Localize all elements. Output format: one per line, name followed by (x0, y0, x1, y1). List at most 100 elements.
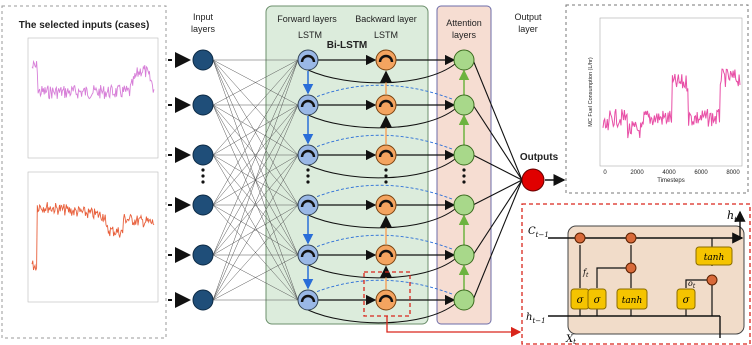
input-gate-line (596, 267, 631, 288)
forward-attention-curve (307, 258, 456, 279)
ellipsis-dot (462, 180, 466, 184)
outputs-label: Outputs (520, 152, 559, 163)
attention-node (453, 144, 475, 166)
input-forward-edge (212, 104, 299, 156)
panel-to-input-arrows (168, 52, 191, 308)
attention-feedback-arc (315, 184, 453, 200)
tanh-output-box: tanh (695, 246, 733, 266)
attention-output-edge (472, 179, 523, 256)
input-forward-edge (212, 104, 299, 206)
forward-lstm-node (297, 49, 319, 71)
output-xtick-2: 4000 (662, 170, 676, 176)
attention-feedback-arc (315, 84, 453, 100)
input-forward-edge (212, 59, 299, 301)
h-out-label: ht (727, 209, 737, 224)
add-op (625, 232, 637, 244)
lstm-arc-icon (378, 249, 394, 258)
input-node (192, 49, 214, 71)
lstm-cell-frame (521, 203, 751, 345)
ellipsis-dot (306, 174, 310, 178)
input-node (192, 194, 214, 216)
output-xtick-1: 2000 (630, 170, 644, 176)
input-multiply-op (625, 262, 637, 274)
attention-node (453, 289, 475, 311)
attention-output-edge (472, 179, 523, 301)
output-series-line (602, 68, 741, 139)
input-forward-edge (212, 59, 299, 206)
ellipsis-dot (306, 180, 310, 184)
attention-output-edge (472, 179, 523, 206)
attention-feedback-arc (315, 234, 453, 250)
forward-attention-curve (307, 108, 456, 129)
input-forward-edge (212, 254, 299, 301)
lstm-cell-detail: σ σ tanh σ tanh Ct−1 ht−1 Xt ht ft ot (521, 203, 751, 345)
c-prev-label: Ct−1 (528, 226, 549, 239)
network-edges (212, 54, 523, 324)
input-forward-edge (212, 59, 299, 156)
lstm-arc-icon (378, 294, 394, 303)
highlight-connector (386, 316, 522, 338)
svg-text:tanh: tanh (704, 253, 725, 263)
ellipsis-dot (462, 174, 466, 178)
output-xtick-0: 0 (603, 170, 607, 176)
output-plot-xlabel: Timesteps (657, 178, 684, 184)
x-input-label: Xt (565, 334, 576, 345)
attention-node (453, 49, 475, 71)
svg-text:σ: σ (594, 295, 602, 306)
input-plot-bottom (27, 171, 159, 303)
attention-output-edge (472, 154, 523, 181)
lstm-arc-icon (300, 149, 316, 158)
attention-node (453, 94, 475, 116)
ellipsis-dot (201, 180, 205, 184)
sigma-gate-input: σ (587, 288, 607, 310)
input-plot-top (27, 37, 159, 159)
lstm-arc-icon (378, 199, 394, 208)
forward-layers-label: Forward layers (277, 14, 337, 24)
sigma-gate-forget: σ (570, 288, 590, 310)
output-node (521, 168, 545, 192)
backward-lstm-node (375, 94, 397, 116)
forward-attention-curve (307, 208, 456, 229)
input-node (192, 144, 214, 166)
forward-attention-curve (307, 303, 456, 324)
network-nodes (192, 49, 475, 311)
lstm-arc-icon (378, 99, 394, 108)
selected-inputs-panel: The selected inputs (cases) (1, 5, 167, 339)
input-forward-edge (212, 204, 299, 301)
forward-lstm-node (297, 194, 319, 216)
input-forward-edge (212, 59, 299, 256)
ellipsis-dot (462, 168, 466, 172)
ellipsis-dot (306, 168, 310, 172)
input-forward-edge (212, 204, 299, 256)
forward-attention-curve (307, 158, 456, 179)
backward-layer-label: Backward layer (355, 14, 417, 24)
output-plot-panel: MC Fuel Consumption (L/hr) Timesteps 0 2… (565, 4, 749, 194)
backward-lstm-node (375, 144, 397, 166)
ellipsis-dot (384, 168, 388, 172)
o-gate-label: ot (688, 279, 696, 290)
input-node (192, 244, 214, 266)
lstm-arc-icon (300, 294, 316, 303)
attention-feedback-arc (315, 134, 453, 150)
lstm-cell-body (567, 225, 745, 335)
ellipsis-dot (201, 174, 205, 178)
output-multiply-op (706, 274, 718, 286)
forward-lstm-node (297, 289, 319, 311)
input-node (192, 289, 214, 311)
forward-attention-curve (307, 63, 456, 84)
tanh-gate-candidate: tanh (616, 288, 648, 310)
sigma-gate-output: σ (676, 288, 696, 310)
output-xtick-4: 8000 (726, 170, 740, 176)
lstm-arc-icon (378, 54, 394, 63)
f-gate-label: ft (582, 268, 589, 279)
output-plot-ylabel: MC Fuel Consumption (L/hr) (588, 57, 594, 127)
attention-output-edge (472, 59, 523, 181)
attention-feedback-arc (315, 279, 453, 295)
lstm-arc-icon (300, 54, 316, 63)
lstm-arc-icon (378, 149, 394, 158)
ellipsis-dot (384, 174, 388, 178)
input-forward-edge (212, 59, 299, 106)
